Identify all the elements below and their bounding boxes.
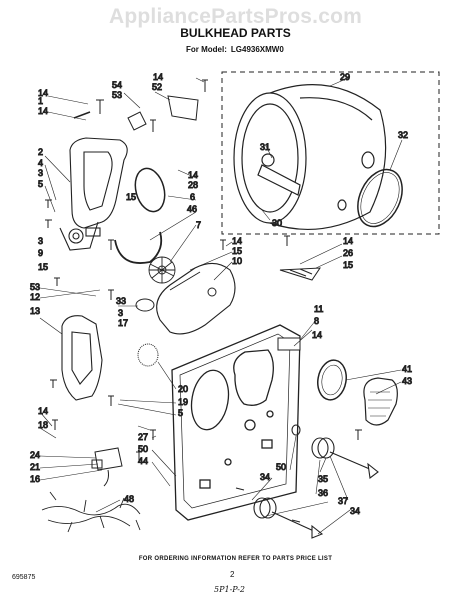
- drum-rollers: [235, 424, 379, 539]
- callout: 36: [318, 488, 328, 498]
- diagram-title: BULKHEAD PARTS: [180, 26, 291, 40]
- terminal-block: [277, 337, 301, 351]
- callout: 4: [38, 158, 43, 168]
- callout: 43: [402, 376, 412, 386]
- model-prefix: For Model:: [186, 45, 227, 54]
- callout: 53: [30, 282, 40, 292]
- callout: 50: [138, 444, 148, 454]
- handwritten-note: 5P1-P-2: [214, 585, 246, 594]
- callout: 28: [188, 180, 198, 190]
- callout: 32: [398, 130, 408, 140]
- lint-grille: [363, 377, 398, 426]
- callout: 11: [314, 304, 323, 314]
- felt-seal: [114, 231, 163, 264]
- callout: 6: [190, 192, 195, 202]
- callout: 3: [118, 308, 123, 318]
- callout: 14: [38, 106, 48, 116]
- callout: 27: [138, 432, 148, 442]
- callout: 14: [312, 330, 322, 340]
- drum: [233, 84, 387, 231]
- callout: 5: [178, 408, 183, 418]
- callout: 52: [152, 82, 162, 92]
- callout: 7: [196, 220, 201, 230]
- callout: 31: [260, 142, 270, 152]
- callout: 14: [38, 406, 48, 416]
- callout: 15: [343, 260, 353, 270]
- callout: 41: [402, 364, 412, 374]
- callout: 20: [178, 384, 188, 394]
- leader-lines: [39, 77, 403, 535]
- callout: 24: [30, 450, 40, 460]
- callout: 48: [124, 494, 134, 504]
- callout: 50: [276, 462, 286, 472]
- model-number: LG4936XMW0: [230, 45, 284, 54]
- callout: 29: [340, 72, 350, 82]
- callout: 35: [318, 474, 328, 484]
- callout: 10: [232, 256, 242, 266]
- callout: 21: [30, 462, 40, 472]
- main-bulkhead: [171, 324, 301, 521]
- callout: 14: [38, 88, 48, 98]
- heater-box: [91, 447, 123, 487]
- callout: 15: [126, 192, 136, 202]
- watermark: AppliancePartsPros.com: [109, 5, 362, 28]
- ordering-info-footer: FOR ORDERING INFORMATION REFER TO PARTS …: [138, 556, 333, 562]
- callout: 46: [187, 204, 197, 214]
- callout: 18: [38, 420, 48, 430]
- callout: 53: [112, 90, 122, 100]
- callout: 1: [38, 96, 43, 106]
- callout: 34: [350, 506, 360, 516]
- callout: 15: [38, 262, 48, 272]
- callout: 34: [260, 472, 270, 482]
- blower-wheel: [148, 256, 176, 284]
- callouts: 14 1 14 54 53 52 14 29 2 4 3 5 14 28 6 3…: [30, 72, 413, 517]
- wiring-harness: [41, 491, 141, 533]
- lower-duct: [61, 315, 103, 401]
- cam: [135, 298, 155, 312]
- callout: 14: [153, 72, 163, 82]
- callout: 33: [116, 296, 126, 306]
- callout: 17: [118, 318, 128, 328]
- screws: [45, 79, 362, 462]
- callout: 2: [38, 147, 43, 157]
- callout: 14: [188, 170, 198, 180]
- callout: 3: [38, 168, 43, 178]
- callout: 54: [112, 80, 122, 90]
- lint-screen-disc: [137, 343, 159, 367]
- document-number: 695875: [12, 574, 36, 581]
- drum-belt: [357, 168, 403, 228]
- callout: 13: [30, 306, 40, 316]
- top-bracket: [167, 95, 199, 121]
- callout: 30: [272, 218, 282, 228]
- door-seal: [317, 359, 347, 401]
- callout: 26: [343, 248, 353, 258]
- callout: 5: [38, 179, 43, 189]
- callout: 19: [178, 397, 188, 407]
- front-bulkhead-duct: [59, 137, 128, 251]
- callout: 3: [38, 236, 43, 246]
- gasket-ring: [134, 167, 166, 213]
- callout: 37: [338, 496, 348, 506]
- model-line: For Model:LG4936XMW0: [186, 45, 288, 54]
- callout: 9: [38, 248, 43, 258]
- callout: 8: [314, 316, 319, 326]
- callout: 15: [232, 246, 242, 256]
- callout: 12: [30, 292, 40, 302]
- page-number: 2: [230, 570, 235, 579]
- drum-assembly-box: [221, 71, 440, 235]
- callout: 14: [343, 236, 353, 246]
- callout: 16: [30, 474, 40, 484]
- blower-housing: [156, 262, 236, 335]
- callout: 44: [138, 456, 148, 466]
- callout: 14: [232, 236, 242, 246]
